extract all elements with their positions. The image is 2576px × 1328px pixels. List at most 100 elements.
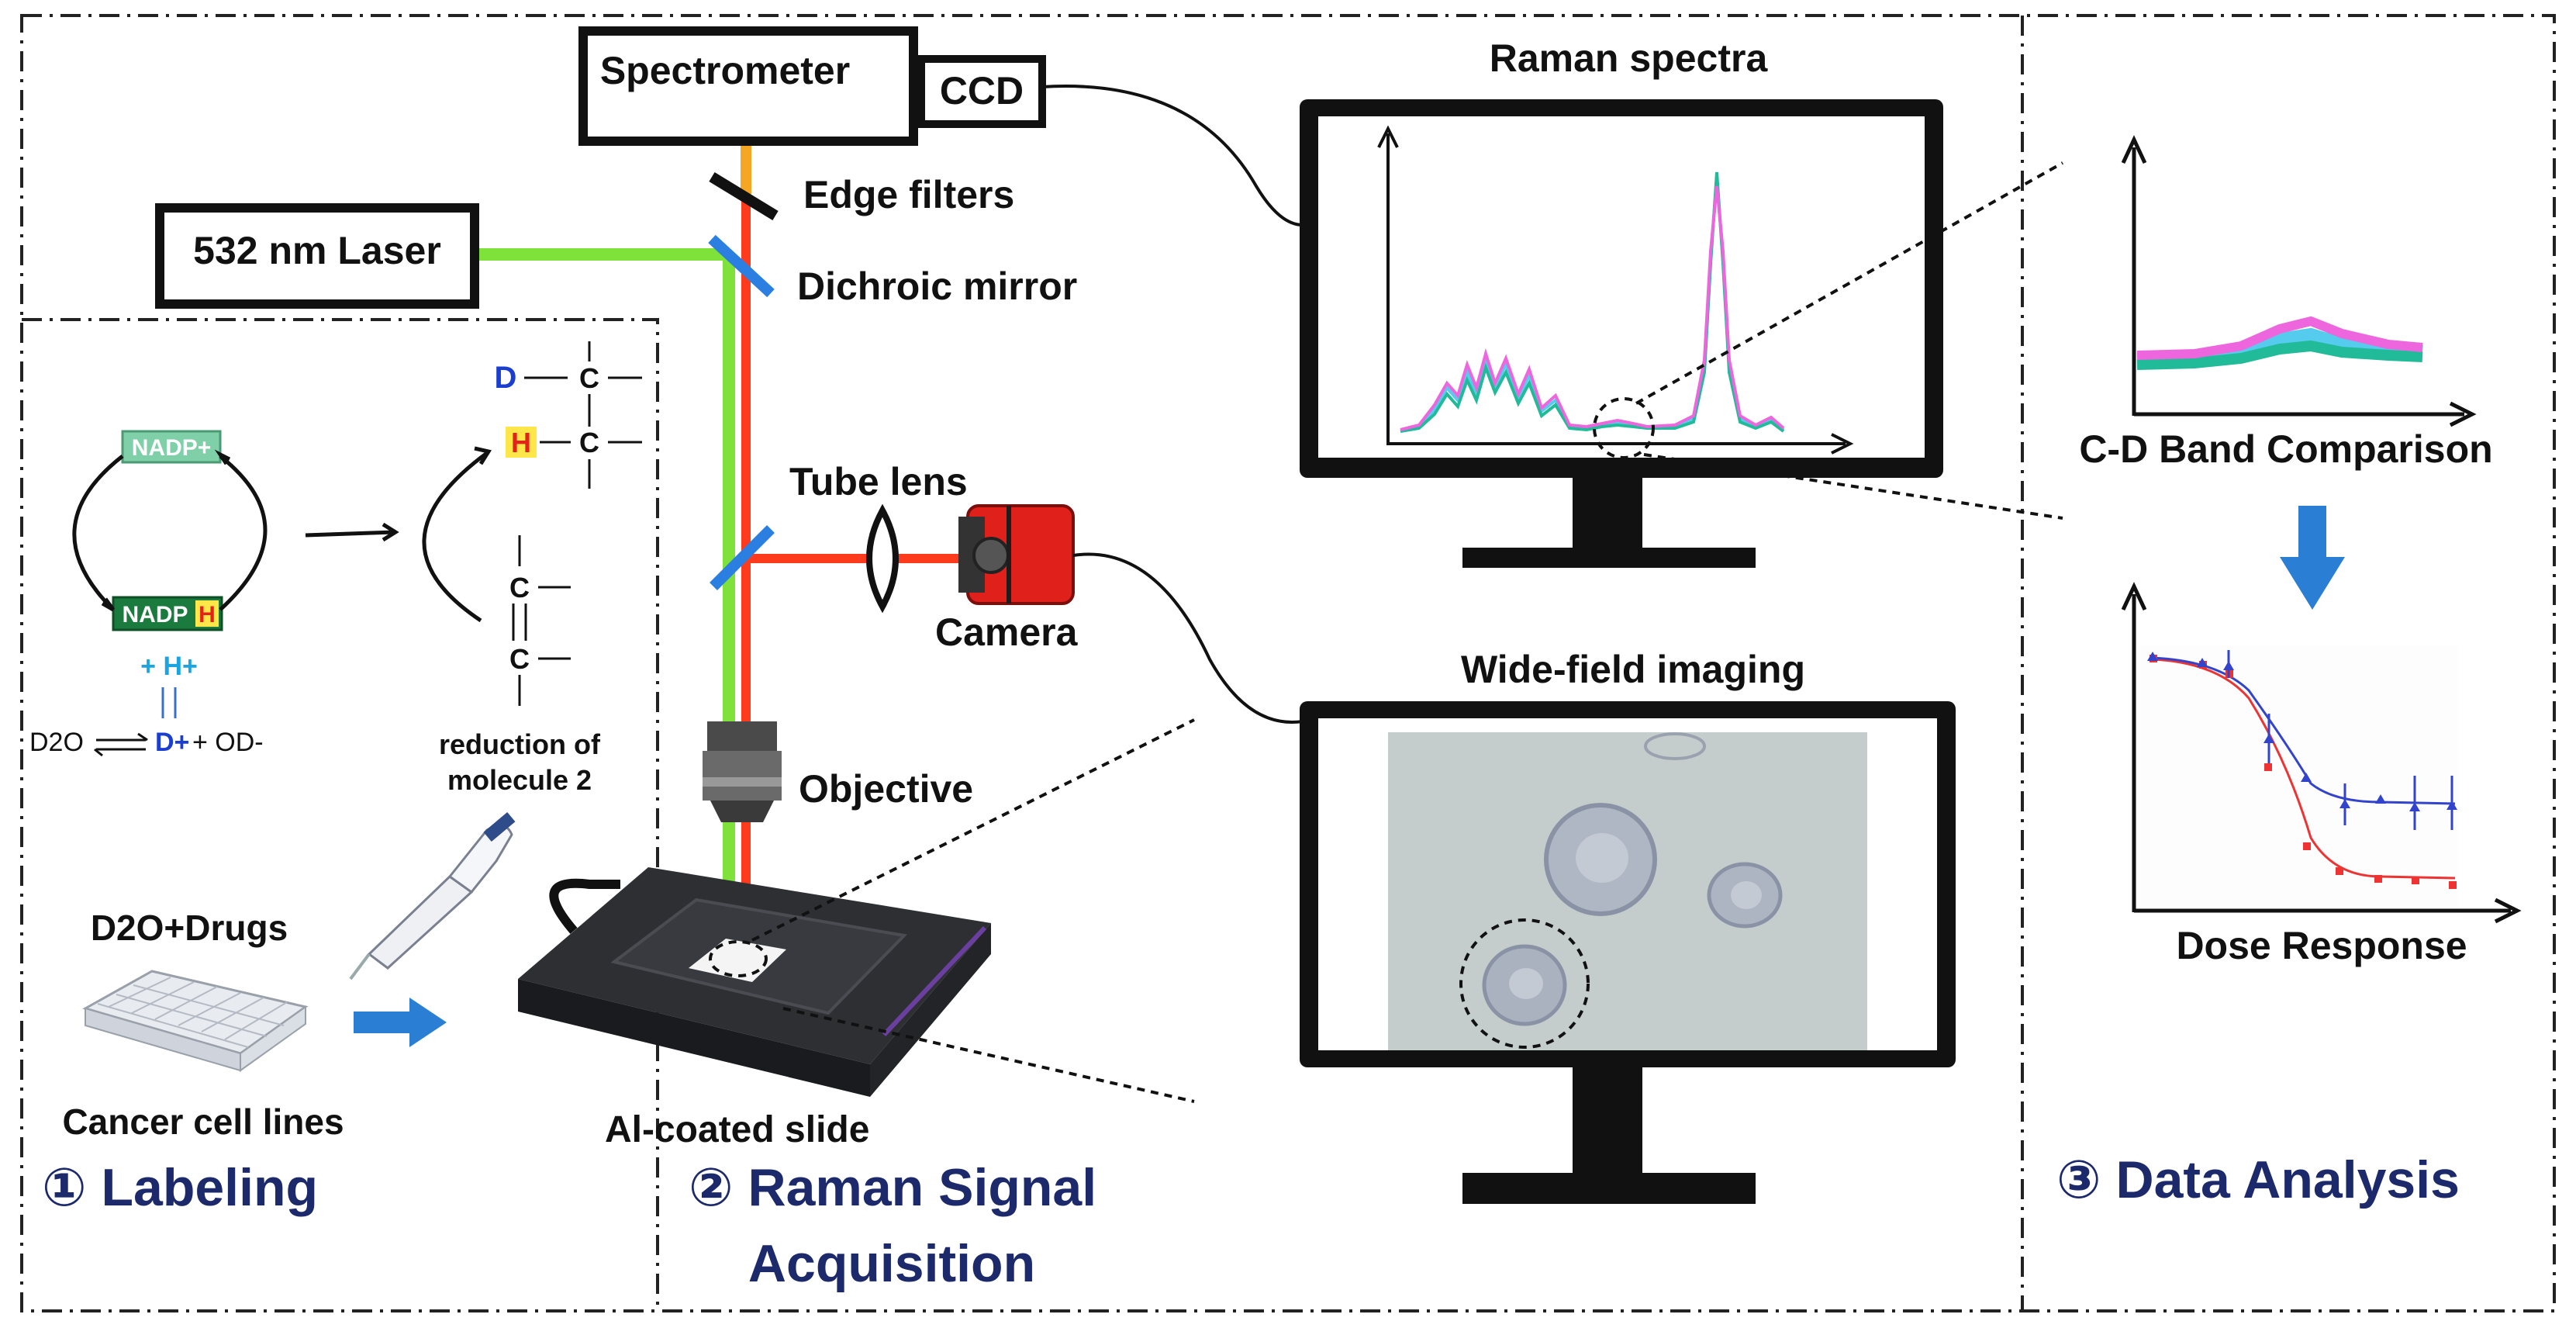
nadph-prefix: NADP xyxy=(122,602,188,628)
zoom-line-lower xyxy=(782,1007,1195,1103)
dose-y-arrow xyxy=(2121,582,2147,611)
objective-band xyxy=(703,777,782,787)
stage-accent-line xyxy=(882,925,987,1037)
cycle-arrow-up xyxy=(214,449,231,465)
pipette-tip xyxy=(349,953,371,980)
spectrometer-box xyxy=(578,26,918,146)
raman-monitor-neck xyxy=(1573,478,1642,548)
ccd-cable xyxy=(1041,85,1304,227)
camera-cable xyxy=(1072,552,1304,724)
cd-zoom-lower xyxy=(1643,453,2063,520)
dose-point-blue xyxy=(2301,773,2312,782)
spectrometer-unit: Spectrometer CCD xyxy=(578,26,1046,146)
h-plus-label: + H+ xyxy=(140,652,198,681)
dose-point-red xyxy=(2449,881,2457,889)
dose-point-red xyxy=(2374,875,2382,883)
cycle-right-arc xyxy=(219,455,268,611)
dose-point-blue xyxy=(2197,658,2208,667)
dose-bg xyxy=(2139,645,2458,914)
atom-c4: C xyxy=(509,643,530,675)
objective-top xyxy=(707,721,777,751)
section-data-analysis: ③ Data Analysis xyxy=(2056,1150,2460,1209)
cell-faint-top xyxy=(1644,732,1706,760)
atom-h-highlight xyxy=(506,427,537,458)
raman-monitor-base xyxy=(1462,548,1756,568)
widefield-monitor: Wide-field imaging xyxy=(1300,648,1956,1204)
widefield-title: Wide-field imaging xyxy=(1461,648,1805,691)
pipette-body xyxy=(367,875,474,970)
stage-side xyxy=(518,979,870,1097)
objective: Objective xyxy=(703,721,973,822)
objective-label: Objective xyxy=(799,767,973,811)
plate-to-stage-arrow xyxy=(354,998,447,1047)
section-titles: ① Labeling ② Raman Signal Acquisition ③ … xyxy=(42,1150,2460,1293)
analysis-down-arrow xyxy=(2280,506,2345,610)
section-raman-line2: Acquisition xyxy=(748,1234,1035,1293)
cd-band-teal xyxy=(2136,340,2423,370)
nadp-plus-box xyxy=(121,430,222,464)
atom-c2: C xyxy=(579,427,599,458)
objective-tip xyxy=(710,801,774,822)
zoom-lines xyxy=(751,718,1195,1103)
dose-response-label: Dose Response xyxy=(2176,924,2467,967)
camera: Camera xyxy=(935,504,1079,654)
reduction-arrowhead xyxy=(474,446,492,465)
dose-point-blue xyxy=(2375,794,2386,804)
atom-d: D xyxy=(495,361,517,395)
d2o-label: D2O xyxy=(29,728,84,757)
raman-spectrum-pink xyxy=(1400,185,1785,431)
dose-curve-red xyxy=(2152,658,2456,880)
raman-y-arrow xyxy=(1377,125,1399,148)
raman-monitor-screen xyxy=(1318,116,1925,458)
dose-point-red xyxy=(2412,877,2419,884)
edge-filters-label: Edge filters xyxy=(803,173,1014,216)
stage-handle xyxy=(549,878,620,934)
raman-spectra-title: Raman spectra xyxy=(1490,36,1769,80)
cd-x-arrow xyxy=(2449,401,2477,427)
widefield-select-circle xyxy=(1459,918,1590,1049)
zoom-lines-cd xyxy=(1635,161,2063,520)
molecule-reduction: D C H C C C reduction of molecule 2 xyxy=(422,341,642,796)
spectrometer-label: Spectrometer xyxy=(600,49,850,92)
laser-label: 532 nm Laser xyxy=(193,229,441,272)
camera-lens-ring xyxy=(972,537,1010,574)
pipette-plunger xyxy=(483,812,516,842)
nadp-plus-label: NADP+ xyxy=(132,435,212,461)
to-reduction-arrowhead xyxy=(382,522,399,542)
dichroic-mirror-label: Dichroic mirror xyxy=(797,265,1077,308)
to-reduction-arrow xyxy=(305,530,395,538)
atom-c3: C xyxy=(509,572,530,603)
stage-focus-circle xyxy=(709,940,768,977)
cell-large-nucleus xyxy=(1576,833,1628,883)
well-plate-grid xyxy=(97,977,288,1048)
optics: Edge filters Dichroic mirror Tube lens xyxy=(708,172,1077,614)
camera-label: Camera xyxy=(935,610,1079,654)
cells-label: Cancer cell lines xyxy=(62,1101,344,1142)
cd-band-chart: C-D Band Comparison xyxy=(2079,135,2493,471)
pipette-head xyxy=(447,824,513,894)
reduction-arc xyxy=(422,451,489,623)
laser-box xyxy=(155,203,479,309)
drugs-label: D2O+Drugs xyxy=(91,908,288,948)
ccd-label: CCD xyxy=(940,69,1024,112)
camera-stripe xyxy=(1007,506,1011,603)
cd-zoom-upper xyxy=(1635,161,2063,405)
cycle-left-arc xyxy=(72,455,124,611)
objective-body xyxy=(703,751,782,801)
widefield-monitor-base xyxy=(1462,1173,1756,1204)
cycle-arrow-down xyxy=(101,597,116,612)
zoom-line-upper xyxy=(751,718,1195,942)
nadp-cycle: NADP+ NADP H + H+ D2O D+ + OD- xyxy=(29,430,399,757)
ccd-box xyxy=(917,55,1046,128)
nadph-h-highlight xyxy=(195,600,219,627)
widefield-monitor-neck xyxy=(1573,1067,1642,1173)
beam-paths xyxy=(475,140,977,954)
cd-band-pink xyxy=(2136,316,2423,360)
beam-splitter-mirror xyxy=(710,525,775,590)
dose-response-chart: Dose Response xyxy=(2121,582,2522,967)
cd-band-label: C-D Band Comparison xyxy=(2079,427,2492,471)
laser-unit: 532 nm Laser xyxy=(155,203,479,309)
section-raman-line1: ② Raman Signal xyxy=(689,1158,1096,1217)
tube-lens-label: Tube lens xyxy=(789,460,968,503)
